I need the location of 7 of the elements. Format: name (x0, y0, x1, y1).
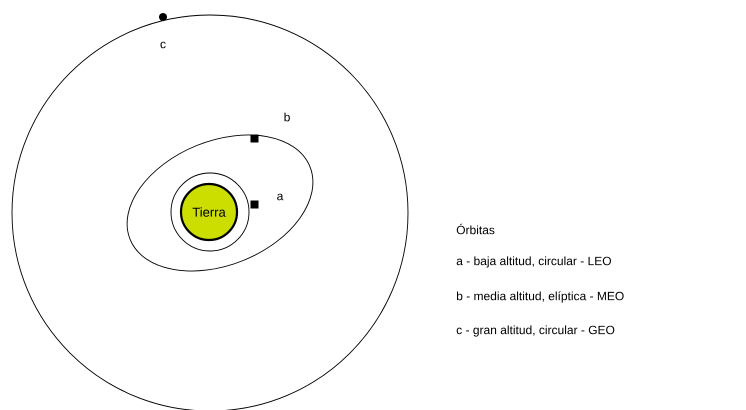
legend-title: Órbitas (456, 224, 494, 234)
legend-entry: b - media altitud, elíptica - MEO (456, 291, 624, 303)
legend-entry: a - baja altitud, circular - LEO (456, 256, 611, 268)
orbit-letter: b (284, 112, 290, 122)
orbit-letter: c (160, 42, 166, 48)
legend-entry: c - gran altitud, circular - GEO (456, 325, 614, 337)
orbit-letter: a (277, 194, 284, 200)
